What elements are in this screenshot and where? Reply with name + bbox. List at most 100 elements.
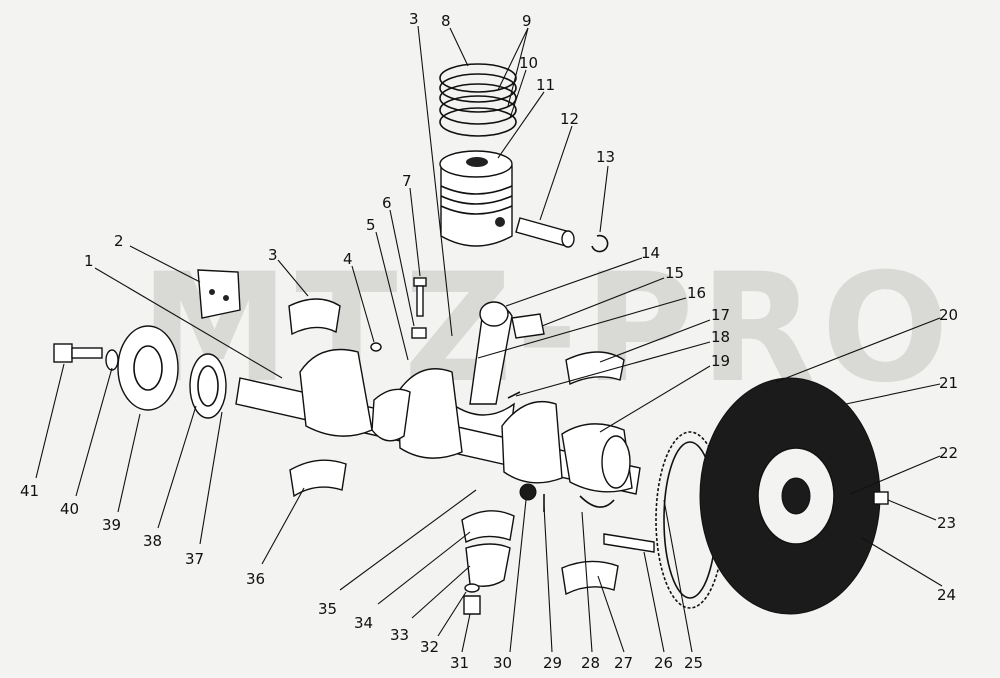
piston-pin xyxy=(515,217,575,248)
svg-text:35: 35 xyxy=(318,600,337,618)
svg-text:26: 26 xyxy=(654,654,673,672)
callout-37: 37 xyxy=(185,411,223,568)
svg-text:25: 25 xyxy=(684,654,703,672)
callout-22: 22 xyxy=(849,444,958,495)
callout-38: 38 xyxy=(143,405,197,550)
callout-35: 35 xyxy=(318,489,477,618)
flywheel xyxy=(699,377,881,615)
callout-24: 24 xyxy=(861,537,956,604)
svg-text:15: 15 xyxy=(665,264,684,282)
svg-text:29: 29 xyxy=(543,654,562,672)
callout-32: 32 xyxy=(420,591,467,656)
gear xyxy=(189,353,227,419)
callout-6: 6 xyxy=(382,194,415,327)
callout-27: 27 xyxy=(597,575,633,672)
cap-nut xyxy=(463,595,481,615)
svg-text:28: 28 xyxy=(581,654,600,672)
flywheel-bolt xyxy=(603,533,655,553)
callout-23: 23 xyxy=(887,499,956,532)
callout-21: 21 xyxy=(845,374,958,405)
bearing-shell-rear xyxy=(561,560,619,596)
svg-text:7: 7 xyxy=(402,172,412,190)
svg-text:14: 14 xyxy=(641,244,660,262)
callout-14: 14 xyxy=(505,244,660,307)
svg-text:4: 4 xyxy=(343,250,353,268)
washer xyxy=(105,349,119,371)
svg-text:34: 34 xyxy=(354,614,373,632)
svg-text:3: 3 xyxy=(268,246,278,264)
callout-19: 19 xyxy=(599,352,730,433)
callout-34: 34 xyxy=(354,531,471,632)
svg-text:22: 22 xyxy=(939,444,958,462)
callout-36: 36 xyxy=(246,487,305,588)
cap-washer xyxy=(464,583,480,593)
callout-17: 17 xyxy=(599,306,730,363)
snap-ring xyxy=(591,234,609,253)
callout-26: 26 xyxy=(643,551,673,672)
crankshaft xyxy=(235,348,641,495)
svg-text:40: 40 xyxy=(60,500,79,518)
callout-8: 8 xyxy=(441,12,469,67)
svg-text:39: 39 xyxy=(102,516,121,534)
callout-28: 28 xyxy=(581,511,600,672)
callout-13: 13 xyxy=(596,148,615,233)
svg-text:6: 6 xyxy=(382,194,392,212)
bearing-shell-right xyxy=(565,351,625,386)
plug xyxy=(519,483,537,501)
callout-5: 5 xyxy=(366,216,409,361)
callout-40: 40 xyxy=(60,367,113,518)
svg-text:16: 16 xyxy=(687,284,706,302)
svg-text:18: 18 xyxy=(711,328,730,346)
svg-text:27: 27 xyxy=(614,654,633,672)
callout-3-upper: 3 xyxy=(409,10,453,337)
bearing-shell-lower xyxy=(289,459,347,498)
svg-text:9: 9 xyxy=(522,12,532,30)
bearing-shell-upper xyxy=(288,298,341,336)
callout-25: 25 xyxy=(663,499,703,672)
callout-3-left: 3 xyxy=(268,246,309,297)
callout-33: 33 xyxy=(390,565,471,644)
callout-20: 20 xyxy=(775,306,958,383)
svg-text:37: 37 xyxy=(185,550,204,568)
callout-15: 15 xyxy=(541,264,684,327)
piston xyxy=(439,150,513,247)
svg-text:38: 38 xyxy=(143,532,162,550)
callout-30: 30 xyxy=(493,499,527,672)
svg-text:8: 8 xyxy=(441,12,451,30)
half-washer xyxy=(579,495,615,508)
callout-16: 16 xyxy=(477,284,706,359)
callout-18: 18 xyxy=(515,328,730,397)
svg-text:5: 5 xyxy=(366,216,376,234)
piston-rings xyxy=(439,63,517,137)
callout-39: 39 xyxy=(102,413,141,534)
pulley xyxy=(117,325,179,411)
callout-1: 1 xyxy=(84,252,283,379)
svg-text:3: 3 xyxy=(409,10,419,28)
svg-text:33: 33 xyxy=(390,626,409,644)
bushing xyxy=(511,313,545,339)
callout-7: 7 xyxy=(402,172,421,277)
svg-text:21: 21 xyxy=(939,374,958,392)
bolt-upper xyxy=(413,277,427,317)
svg-text:41: 41 xyxy=(20,482,39,500)
callout-9: 9 xyxy=(497,12,532,107)
svg-text:13: 13 xyxy=(596,148,615,166)
callout-10: 10 xyxy=(509,54,538,119)
callout-11: 11 xyxy=(497,76,555,159)
svg-text:11: 11 xyxy=(536,76,555,94)
svg-text:36: 36 xyxy=(246,570,265,588)
svg-text:20: 20 xyxy=(939,306,958,324)
bearing-cap xyxy=(465,543,511,587)
nut xyxy=(411,327,427,339)
callout-2: 2 xyxy=(114,232,201,283)
callout-12: 12 xyxy=(539,110,579,221)
svg-text:23: 23 xyxy=(937,514,956,532)
pin xyxy=(370,342,382,352)
dowel-pin xyxy=(873,491,889,505)
svg-text:19: 19 xyxy=(711,352,730,370)
svg-text:17: 17 xyxy=(711,306,730,324)
svg-text:1: 1 xyxy=(84,252,94,270)
dowel xyxy=(507,391,521,399)
